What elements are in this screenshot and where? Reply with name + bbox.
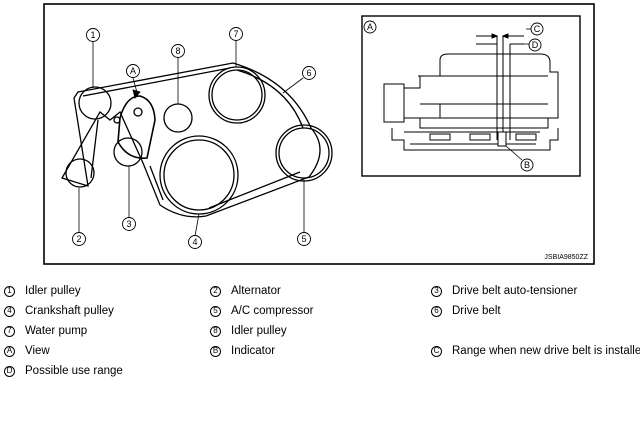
tensioner-arm [117,95,156,159]
legend-marker: 8 [210,325,221,337]
tensioner-bolt [113,116,121,124]
legend-marker: A [4,345,15,357]
legend-item-6: 6 Drive belt [431,304,501,318]
callout-6: 6 [306,68,311,78]
legend-label: Drive belt [452,305,501,317]
inset-tag: A [367,22,373,32]
legend-item-5: 5 A/C compressor [210,304,313,318]
legend-label: View [25,345,50,357]
callout-4: 4 [192,237,197,247]
legend-marker: C [431,345,442,357]
diagram-callouts [78,40,305,237]
legend-marker: 6 [431,305,442,317]
legend-label: Range when new drive belt is installed [452,345,640,357]
tensioner-pulley [113,137,143,167]
legend-item-a: A View [4,344,50,358]
legend-marker: 4 [4,305,15,317]
legend-label: Drive belt auto-tensioner [452,285,578,297]
legend-item-8: 8 Idler pulley [210,324,287,338]
ac-compressor-pulley [275,124,333,182]
callout-view: A [130,66,136,76]
belt-diagram [61,62,333,218]
legend-label: Crankshaft pulley [25,305,114,317]
legend-marker: 2 [210,285,221,297]
inset-view: A C D B [361,15,581,177]
legend-item-2: 2 Alternator [210,284,281,298]
figure-code: JSBIA9850ZZ [544,254,588,261]
idler-pulley-8 [163,103,193,133]
legend-marker: B [210,345,221,357]
drive-belt [61,62,321,218]
legend-label: Idler pulley [25,285,81,297]
legend-marker: 5 [210,305,221,317]
water-pump-pulley [208,66,266,124]
legend-label: Possible use range [25,365,123,377]
callout-1: 1 [90,30,95,40]
legend-item-4: 4 Crankshaft pulley [4,304,114,318]
callout-3: 3 [126,219,131,229]
water-pump-hub [211,69,263,121]
ac-compressor-hub [278,127,330,179]
inset-callout-c: C [534,24,541,34]
legend-label: Water pump [25,325,88,337]
tensioner-pivot [133,107,143,117]
legend-marker: D [4,365,15,377]
legend-marker: 7 [4,325,15,337]
legend-item-7: 7 Water pump [4,324,87,338]
legend-item-3: 3 Drive belt auto-tensioner [431,284,577,298]
drive-belt-inner [82,67,304,209]
legend-marker: 1 [4,285,15,297]
legend-label: A/C compressor [231,305,314,317]
inset-callout-b: B [524,160,530,170]
legend-label: Alternator [231,285,281,297]
legend-item-d: D Possible use range [4,364,123,378]
legend-item-b: B Indicator [210,344,275,358]
inset-callout-d: D [532,40,539,50]
tensioner-housing [403,53,559,129]
legend-marker: 3 [431,285,442,297]
crankshaft-hub [163,139,235,211]
callout-8: 8 [175,46,180,56]
legend-label: Indicator [231,345,276,357]
legend-item-1: 1 Idler pulley [4,284,81,298]
figure-frame [43,3,595,265]
crankshaft-pulley [159,135,239,215]
legend-label: Idler pulley [231,325,287,337]
callout-7: 7 [233,29,238,39]
belt-routing-figure: 1 2 3 4 5 6 7 8 A [43,3,595,265]
indicator-notch [497,131,507,147]
callout-2: 2 [76,234,81,244]
callout-5: 5 [301,234,306,244]
legend-item-c: C Range when new drive belt is installed [431,344,640,358]
idler-pulley-1 [78,86,112,120]
inset-frame [361,15,581,177]
alternator-pulley [65,158,95,188]
